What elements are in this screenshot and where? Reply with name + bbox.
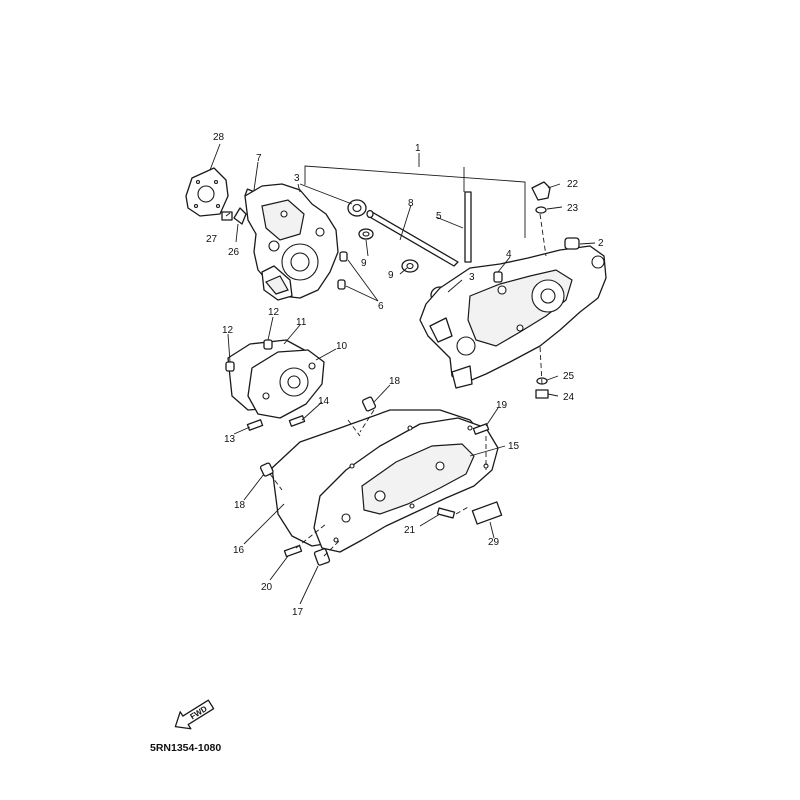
callout-21: 21 xyxy=(404,525,416,536)
callout-16: 16 xyxy=(233,545,245,556)
callout-26: 26 xyxy=(228,247,240,258)
callout-12: 12 xyxy=(268,307,280,318)
callout-7: 7 xyxy=(256,153,262,164)
part-20-bolt xyxy=(283,544,303,558)
callout-24: 24 xyxy=(563,392,575,403)
callout-25: 25 xyxy=(563,371,575,382)
part-12-dowel xyxy=(225,361,235,372)
part-22-fitting xyxy=(531,181,551,201)
right-crankcase-half xyxy=(419,245,607,389)
part-27-screw xyxy=(221,211,233,221)
callout-29: 29 xyxy=(488,537,500,548)
callout-4: 4 xyxy=(506,249,512,260)
part-4-dowel xyxy=(493,271,503,283)
callout-18: 18 xyxy=(234,500,246,511)
part-6-dowel-b xyxy=(337,279,346,290)
callout-numbers: 1 2 3 3 4 5 6 7 8 9 9 10 11 12 12 13 14 … xyxy=(206,132,604,618)
part-18-dowel-upper xyxy=(361,396,377,412)
callout-17: 17 xyxy=(292,607,304,618)
part-28-plate xyxy=(185,167,229,217)
left-crankcase-half xyxy=(244,183,339,301)
part-18-dowel-lower xyxy=(259,462,274,477)
callout-12: 12 xyxy=(222,325,234,336)
part-17-dowel xyxy=(313,548,331,566)
callout-1: 1 xyxy=(415,143,421,154)
part-19-bolt xyxy=(472,423,490,435)
part-12-dowel-b xyxy=(263,339,273,350)
callout-9: 9 xyxy=(388,270,394,281)
part-2-bushing xyxy=(564,237,580,250)
callout-18: 18 xyxy=(389,376,401,387)
callout-19: 19 xyxy=(496,400,508,411)
part-14-bolt xyxy=(288,415,306,427)
dashed-alignment-lines xyxy=(269,213,547,557)
diagram-reference-code: 5RN1354-1080 xyxy=(150,742,221,754)
callout-6: 6 xyxy=(378,301,384,312)
part-21-bolt xyxy=(436,507,456,519)
callout-9: 9 xyxy=(361,258,367,269)
callout-3: 3 xyxy=(294,173,300,184)
callout-28: 28 xyxy=(213,132,225,143)
part-5-pin xyxy=(464,191,472,263)
callout-20: 20 xyxy=(261,582,273,593)
part-9-seal-a xyxy=(358,228,374,240)
callout-10: 10 xyxy=(336,341,348,352)
callout-11: 11 xyxy=(296,317,307,328)
fwd-arrow-icon: FWD xyxy=(174,699,215,730)
callout-22: 22 xyxy=(567,179,579,190)
part-23-washer xyxy=(535,206,547,214)
callout-14: 14 xyxy=(318,396,330,407)
part-13-bolt xyxy=(246,419,264,431)
callout-23: 23 xyxy=(567,203,579,214)
part-26-part xyxy=(233,207,247,225)
leader-lines xyxy=(209,143,596,605)
callout-15: 15 xyxy=(508,441,520,452)
callout-2: 2 xyxy=(598,238,604,249)
part-24-bolt xyxy=(535,389,549,399)
callout-3: 3 xyxy=(469,272,475,283)
callout-27: 27 xyxy=(206,234,218,245)
part-29-label xyxy=(471,501,503,525)
callout-13: 13 xyxy=(224,434,236,445)
part-6-dowel-a xyxy=(339,251,348,262)
part-8-shaft xyxy=(366,209,459,267)
callout-8: 8 xyxy=(408,198,414,209)
part-3-bearing-upper xyxy=(347,199,367,217)
part-10-cover xyxy=(247,349,325,419)
callout-5: 5 xyxy=(436,211,442,222)
